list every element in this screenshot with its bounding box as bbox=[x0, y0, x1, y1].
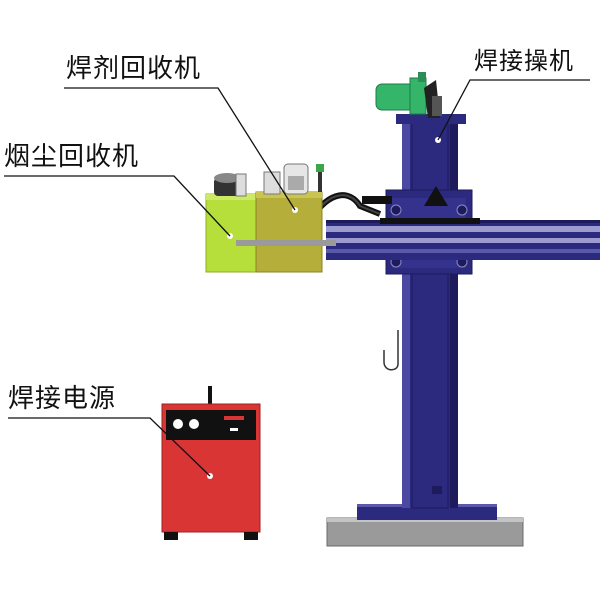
welding-power-label: 焊接电源 bbox=[8, 384, 117, 414]
smoke-leader-line bbox=[4, 175, 231, 237]
base-platform bbox=[326, 504, 524, 547]
power-leader-line bbox=[8, 417, 211, 477]
horizontal-boom bbox=[326, 218, 600, 260]
welding-power-source bbox=[161, 386, 261, 540]
smoke-recovery-label: 烟尘回收机 bbox=[4, 142, 140, 172]
vertical-column bbox=[402, 117, 458, 509]
top-motor-icon bbox=[375, 72, 466, 124]
smoke-recovery-machine bbox=[205, 173, 259, 273]
flux-recovery-machine bbox=[236, 163, 336, 273]
flux-recovery-label: 焊剂回收机 bbox=[66, 54, 202, 84]
manipulator-leader-line bbox=[437, 79, 590, 141]
leader-lines bbox=[4, 79, 590, 477]
flux-leader-line bbox=[64, 87, 296, 211]
cable-hook-icon bbox=[381, 327, 401, 373]
welding-manipulator-label: 焊接操机 bbox=[474, 47, 574, 75]
cable-hose bbox=[309, 192, 392, 220]
